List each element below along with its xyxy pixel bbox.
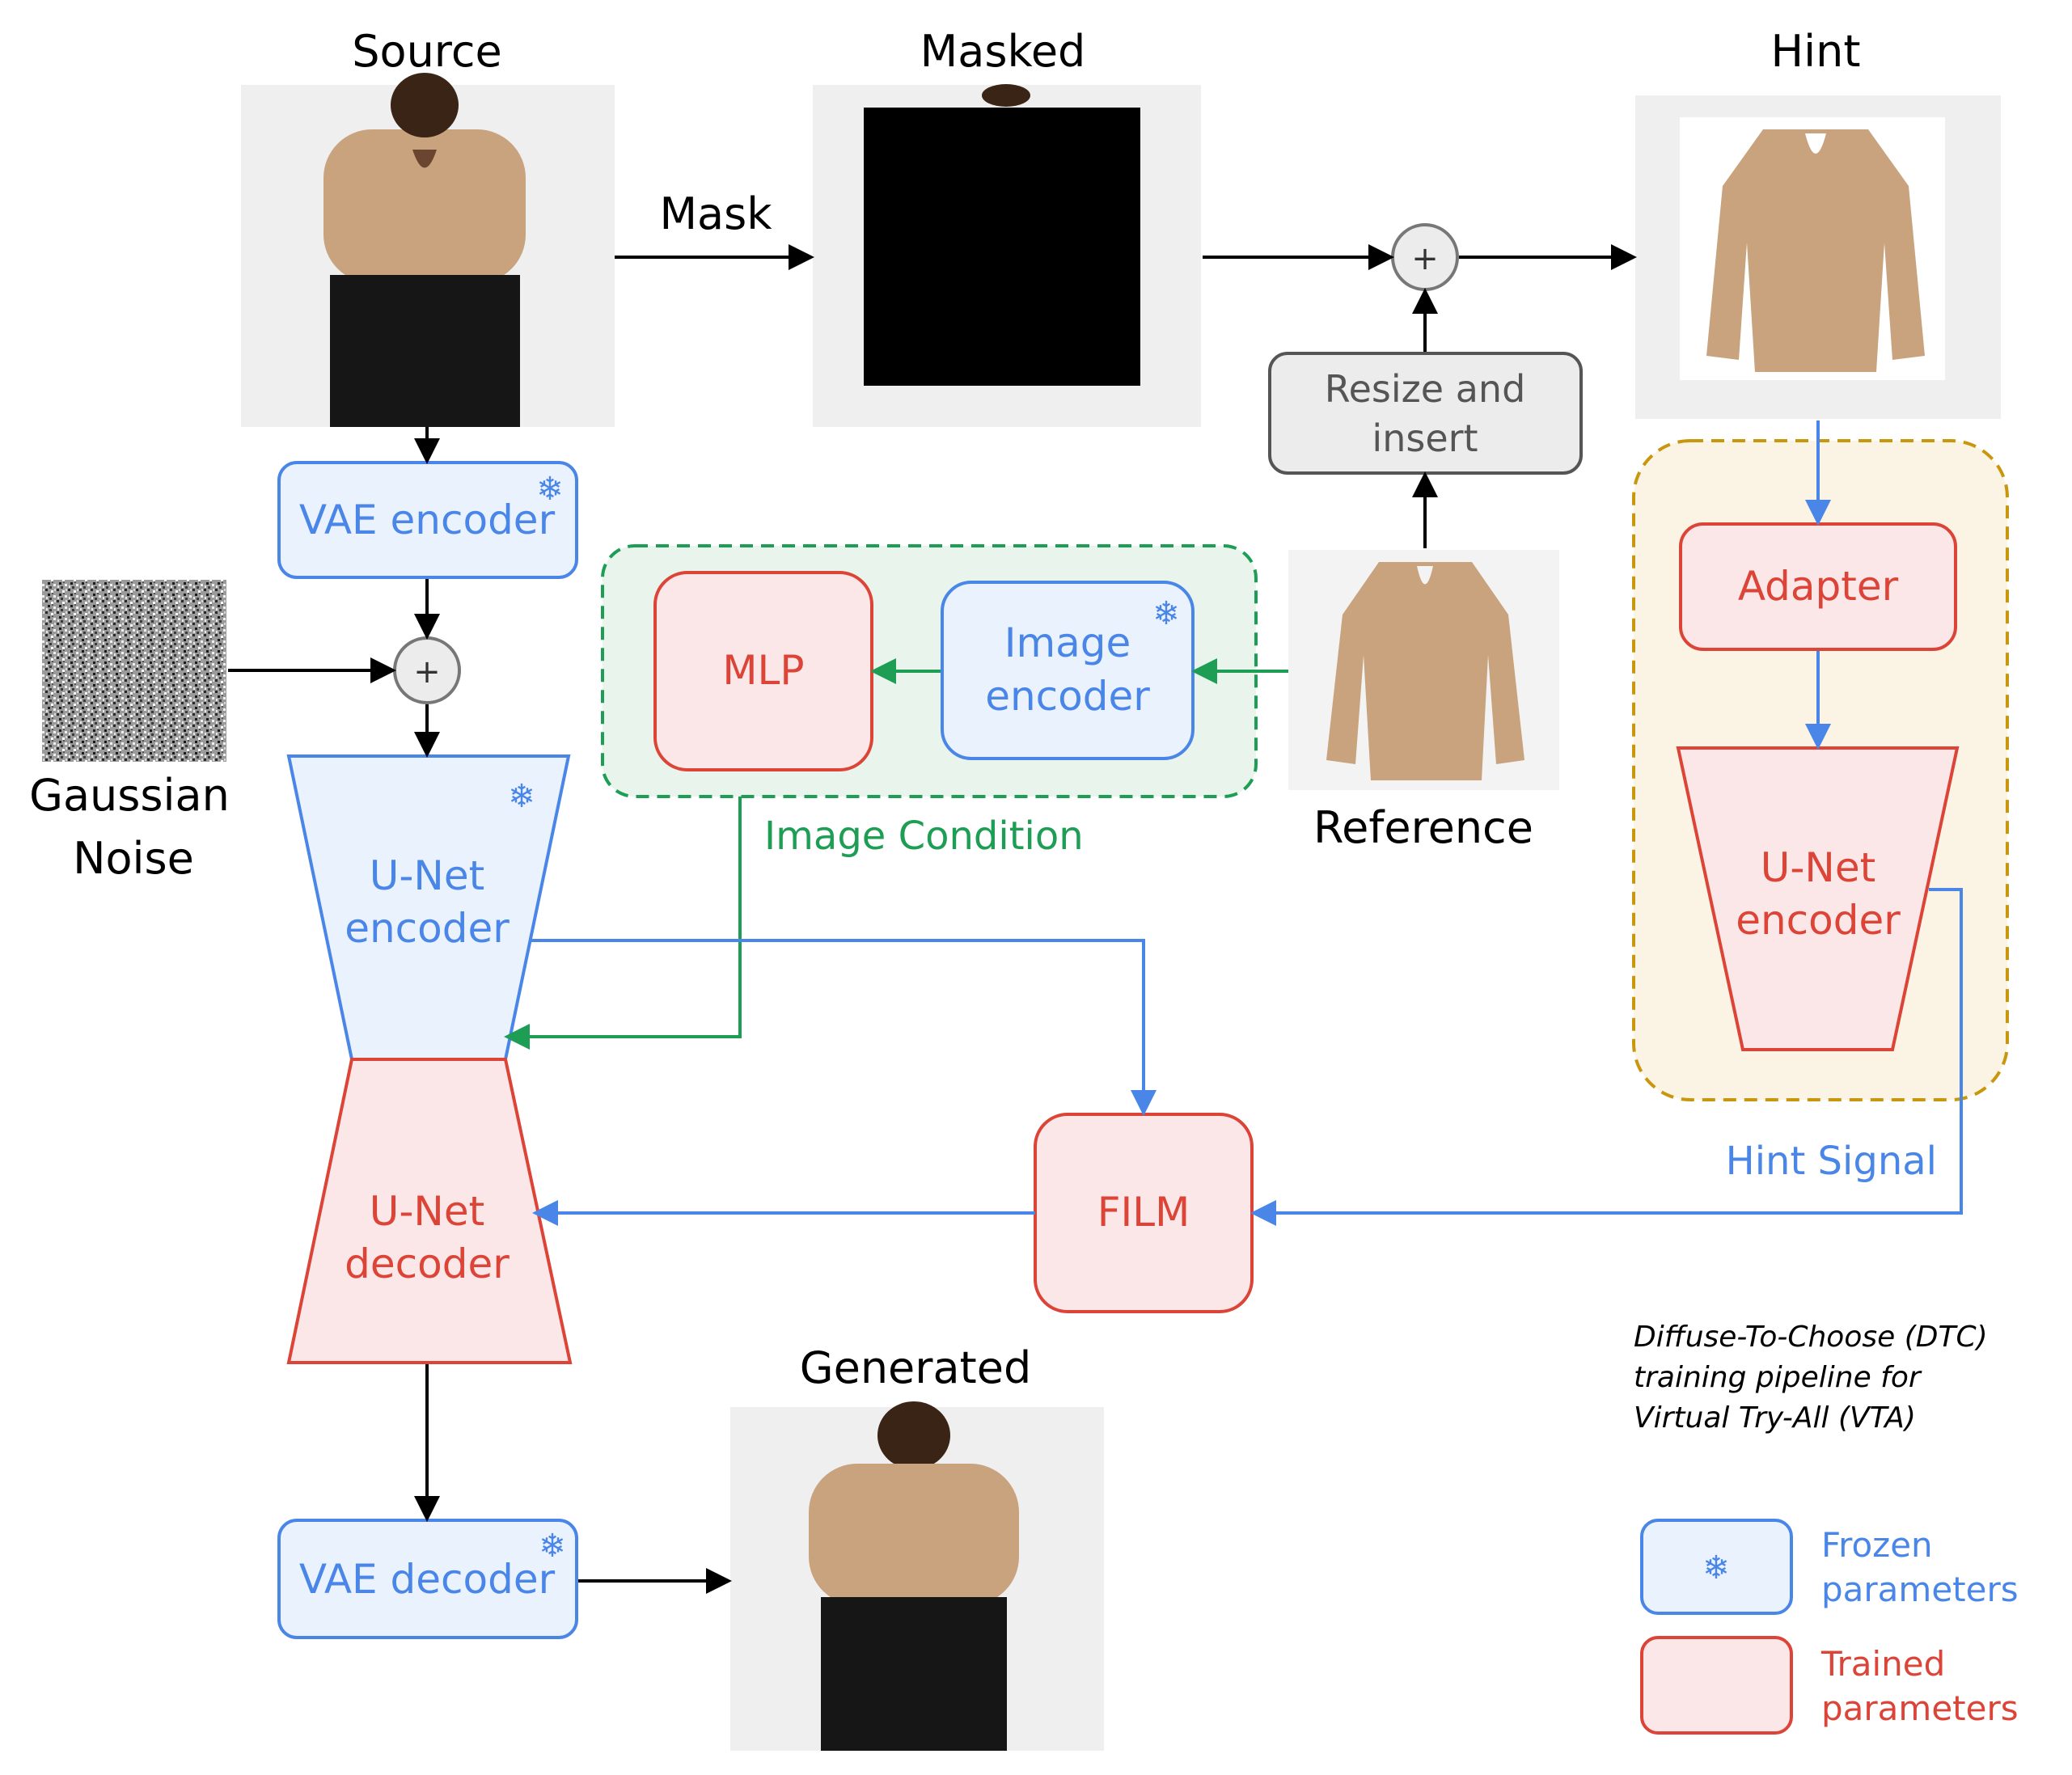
legend-frozen-swatch — [1640, 1519, 1793, 1615]
blue-edges — [530, 421, 1963, 1226]
adapter-label: Adapter — [1738, 563, 1899, 610]
hint-unet-encoder-block — [1676, 746, 1960, 1051]
image-condition-label: Image Condition — [764, 814, 1084, 859]
legend-trained-line1: Trained — [1820, 1644, 1945, 1684]
edge-unet-encoder-to-film — [530, 939, 1157, 1116]
resize-insert-label-line1: Resize and — [1325, 367, 1526, 411]
legend-frozen-line2: parameters — [1821, 1570, 2019, 1609]
source-image — [241, 73, 615, 427]
unet-decoder-label-line1: U-Net — [370, 1188, 484, 1235]
legend-trained-swatch — [1640, 1636, 1793, 1735]
caption-line1: Diffuse-To-Choose (DTC) — [1634, 1321, 1988, 1354]
masked-title: Masked — [920, 26, 1086, 77]
unet-encoder-label-line1: U-Net — [370, 852, 484, 899]
noise-title-line1: Gaussian — [29, 770, 230, 821]
unet-encoder-label-line2: encoder — [345, 905, 510, 952]
mask-edge-label: Mask — [659, 188, 772, 239]
snowflake-icon: ❄ — [536, 471, 564, 507]
add-node-hint-symbol: + — [1411, 240, 1439, 277]
legend-frozen-line1: Frozen — [1821, 1525, 1933, 1565]
generated-title: Generated — [800, 1342, 1031, 1393]
unet-decoder-label-line2: decoder — [345, 1240, 510, 1287]
unet-decoder-block — [286, 1058, 573, 1364]
edge-mlp-to-unet-encoder — [504, 797, 742, 1050]
snowflake-icon: ❄ — [508, 779, 535, 814]
reference-image — [1288, 550, 1559, 790]
edge-hint-unet-to-film — [1250, 888, 1963, 1226]
caption-line3: Virtual Try-All (VTA) — [1634, 1401, 1916, 1435]
image-encoder-label-line2: encoder — [985, 673, 1150, 720]
reference-title: Reference — [1313, 802, 1533, 853]
legend: ❄ Frozen parameters Trained parameters — [1640, 1519, 2019, 1735]
green-edges — [504, 658, 1288, 1050]
hint-title: Hint — [1770, 26, 1860, 77]
snowflake-icon: ❄ — [1152, 596, 1180, 632]
mlp-label: MLP — [722, 647, 804, 694]
add-node-noise-symbol: + — [413, 653, 441, 691]
vae-encoder-label: VAE encoder — [299, 497, 556, 543]
film-label: FILM — [1097, 1189, 1190, 1236]
snowflake-icon: ❄ — [539, 1528, 566, 1564]
hint-unet-encoder-label-line1: U-Net — [1761, 844, 1875, 891]
masked-image — [813, 84, 1201, 427]
black-edges — [228, 244, 1637, 1594]
source-title: Source — [352, 26, 501, 77]
resize-insert-label-line2: insert — [1372, 416, 1478, 460]
snowflake-icon: ❄ — [1702, 1550, 1730, 1586]
noise-title-line2: Noise — [73, 833, 194, 884]
hint-image — [1635, 95, 2001, 419]
caption-line2: training pipeline for — [1634, 1361, 1922, 1394]
vae-decoder-label: VAE decoder — [299, 1556, 556, 1603]
hint-signal-label: Hint Signal — [1726, 1139, 1937, 1184]
hint-unet-encoder-label-line2: encoder — [1736, 897, 1901, 944]
legend-trained-line2: parameters — [1821, 1688, 2019, 1728]
gaussian-noise-image — [42, 580, 226, 762]
generated-image — [730, 1401, 1104, 1751]
image-encoder-label-line1: Image — [1004, 619, 1131, 666]
